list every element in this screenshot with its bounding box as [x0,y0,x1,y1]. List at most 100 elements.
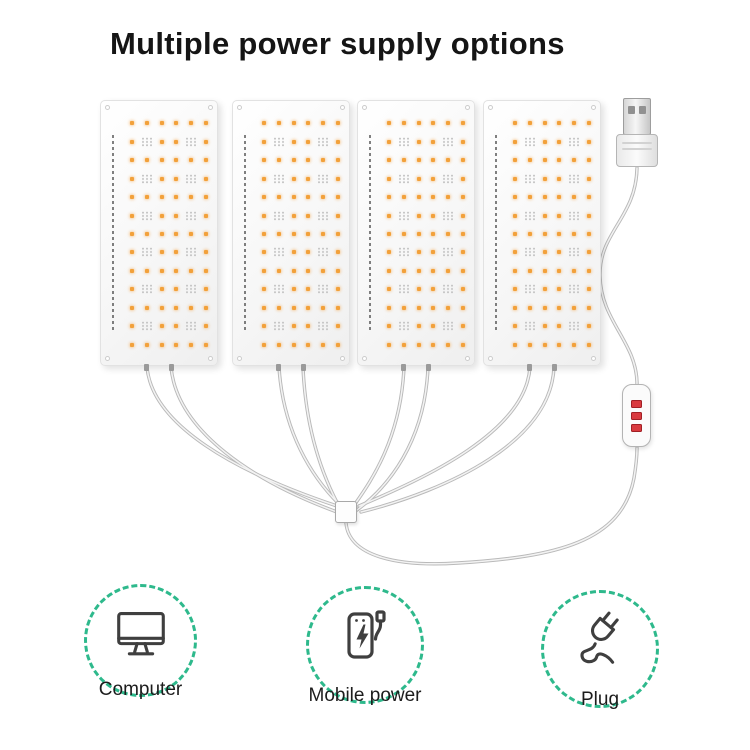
panel-side-marking [112,135,114,331]
led-dot [169,225,184,243]
led-dot [508,114,523,132]
led-dot [455,169,470,187]
led-cluster [523,243,538,261]
controller-button-2 [631,411,642,420]
led-dot [198,169,213,187]
led-dot [125,225,140,243]
led-dot [552,225,567,243]
led-dot [508,151,523,169]
led-cluster [140,317,155,335]
led-panel-4 [483,100,601,371]
led-dot [382,317,397,335]
led-dot [441,151,456,169]
led-cluster [316,169,331,187]
led-dot [455,280,470,298]
led-cluster [397,132,412,150]
led-dot [382,280,397,298]
led-dot [537,169,552,187]
led-panel-1 [100,100,218,371]
led-dot [426,336,441,354]
led-dot [411,262,426,280]
led-cluster [523,280,538,298]
led-dot [508,299,523,317]
computer-icon [116,612,165,656]
led-cluster [567,243,582,261]
led-dot [441,299,456,317]
wire-terminal [401,364,406,371]
panel-side-marking [369,135,371,331]
power-bank-icon [347,610,386,659]
usb-metal-tip [623,98,651,135]
led-cluster [184,132,199,150]
led-cluster [397,243,412,261]
led-dot [154,132,169,150]
option-label-mobile-power: Mobile power [308,685,422,707]
led-cluster [523,206,538,224]
led-dot [426,317,441,335]
led-dot [286,169,301,187]
led-cluster [441,243,456,261]
led-dot [301,169,316,187]
led-dot [257,151,272,169]
led-dot [426,243,441,261]
led-dot [508,169,523,187]
dashed-circle [306,586,424,704]
led-dot [154,336,169,354]
led-dot [537,225,552,243]
wire-terminal [527,364,532,371]
led-dot [286,188,301,206]
led-dot [552,206,567,224]
led-dot [169,243,184,261]
led-dot [411,280,426,298]
wire-terminal [169,364,174,371]
power-option-plug: Plug [541,590,659,710]
led-cluster [316,317,331,335]
led-dot [523,336,538,354]
led-cluster [441,280,456,298]
led-dot [567,336,582,354]
mount-hole [488,356,493,361]
led-dot [523,262,538,280]
led-dot [382,132,397,150]
led-dot [198,225,213,243]
led-dot [411,299,426,317]
led-dot [154,151,169,169]
led-dot [537,114,552,132]
led-dot [125,299,140,317]
led-dot [397,336,412,354]
led-dot [552,114,567,132]
led-dot [301,280,316,298]
led-dot [154,317,169,335]
led-cluster [316,206,331,224]
led-dot [455,336,470,354]
led-cluster [140,280,155,298]
led-dot [508,243,523,261]
led-dot [301,225,316,243]
led-dot [169,206,184,224]
led-dot [316,225,331,243]
led-dot [330,132,345,150]
led-dot [537,243,552,261]
led-dot [257,169,272,187]
led-dot [301,336,316,354]
led-dot [330,262,345,280]
led-dot [330,317,345,335]
cable-junction-box [335,501,357,523]
led-dot [523,225,538,243]
led-cluster [272,206,287,224]
led-cluster [567,317,582,335]
led-dot [411,336,426,354]
led-cluster [316,243,331,261]
mount-hole [362,356,367,361]
led-cluster [272,169,287,187]
led-grid [257,114,345,354]
led-cluster [184,169,199,187]
led-dot [125,206,140,224]
led-dot [426,262,441,280]
led-panel-3 [357,100,475,371]
led-dot [581,317,596,335]
led-dot [125,132,140,150]
led-dot [581,188,596,206]
wire-terminal [552,364,557,371]
led-dot [272,336,287,354]
